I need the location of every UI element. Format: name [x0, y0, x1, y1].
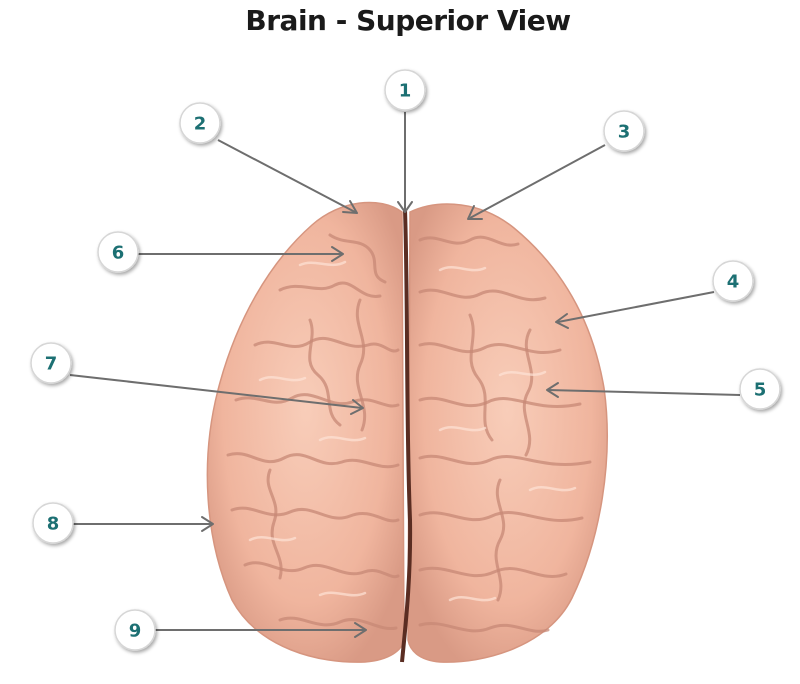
right-gyri: [418, 235, 592, 633]
marker-label-2: 2: [194, 114, 207, 135]
marker-label-3: 3: [618, 122, 631, 143]
arrowhead-4: [555, 313, 569, 329]
longitudinal-fissure: [400, 209, 413, 663]
left-hemisphere: [206, 201, 405, 663]
leader-line-2: [217, 139, 356, 213]
leader-line-7: [69, 374, 363, 409]
marker-label-8: 8: [47, 514, 60, 535]
marker-label-9: 9: [129, 621, 142, 642]
marker-label-4: 4: [727, 272, 740, 293]
right-hemisphere: [407, 203, 608, 663]
marker-7[interactable]: 7: [30, 342, 72, 384]
arrowhead-2: [342, 200, 358, 214]
marker-label-1: 1: [399, 81, 412, 102]
arrowhead-9: [354, 622, 367, 638]
arrowhead-6: [331, 246, 344, 262]
arrowhead-1: [397, 201, 413, 213]
marker-label-5: 5: [754, 380, 767, 401]
arrowhead-8: [201, 516, 214, 532]
arrowhead-5: [546, 382, 559, 398]
leader-line-5: [547, 389, 741, 396]
leader-line-3: [469, 144, 606, 219]
marker-label-7: 7: [45, 354, 58, 375]
marker-9[interactable]: 9: [114, 609, 156, 651]
arrowhead-7: [350, 399, 364, 415]
marker-label-6: 6: [112, 243, 125, 264]
leader-lines: [69, 112, 741, 638]
arrowhead-3: [467, 205, 483, 220]
marker-1[interactable]: 1: [384, 69, 426, 111]
marker-3[interactable]: 3: [603, 110, 645, 152]
marker-2[interactable]: 2: [179, 102, 221, 144]
leader-line-4: [557, 291, 715, 323]
marker-5[interactable]: 5: [739, 368, 781, 410]
marker-4[interactable]: 4: [712, 260, 754, 302]
page-title: Brain - Superior View: [245, 4, 571, 37]
marker-6[interactable]: 6: [97, 231, 139, 273]
marker-8[interactable]: 8: [32, 502, 74, 544]
